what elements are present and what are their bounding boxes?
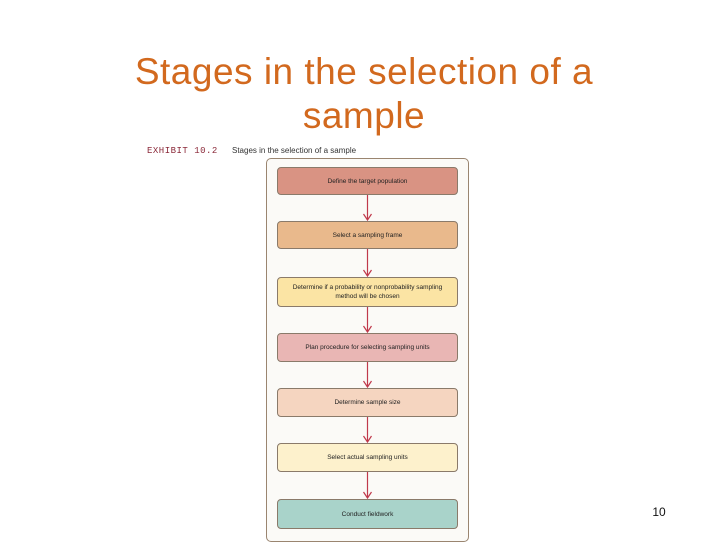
connector-arrow	[363, 249, 372, 278]
exhibit-label: EXHIBIT 10.2	[147, 146, 218, 156]
step-plan-procedure: Plan procedure for selecting sampling un…	[277, 333, 458, 362]
flowchart-panel: Define the target population Select a sa…	[266, 158, 469, 542]
connector-arrow	[363, 307, 372, 334]
slide-title: Stages in the selection of a sample	[134, 51, 594, 136]
step-determine-sampling-method: Determine if a probability or nonprobabi…	[277, 277, 458, 307]
connector-arrow	[363, 417, 372, 444]
connector-arrow	[363, 195, 372, 222]
connector-arrow	[363, 472, 372, 500]
step-define-target-population: Define the target population	[277, 167, 458, 195]
connector-arrow	[363, 362, 372, 389]
step-select-sampling-frame: Select a sampling frame	[277, 221, 458, 249]
step-determine-sample-size: Determine sample size	[277, 388, 458, 417]
connector-layer	[363, 195, 372, 500]
step-select-sampling-units: Select actual sampling units	[277, 443, 458, 472]
page-number: 10	[652, 505, 666, 519]
exhibit-caption: Stages in the selection of a sample	[232, 146, 357, 155]
step-conduct-fieldwork: Conduct fieldwork	[277, 499, 458, 529]
